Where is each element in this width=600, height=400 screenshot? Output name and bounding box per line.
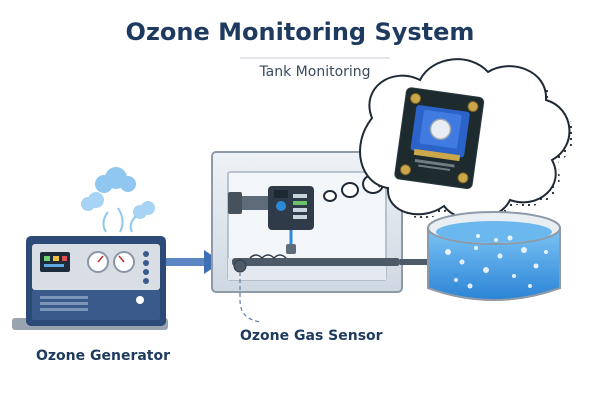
gas-pipe [232, 258, 400, 266]
generator-display [40, 252, 70, 272]
ozone-gas-cloud-icon [81, 167, 155, 233]
sensor-leader-line [239, 272, 263, 323]
page-title: Ozone Monitoring System [125, 18, 475, 46]
page-subtitle: Tank Monitoring [259, 64, 371, 80]
water-tank [427, 211, 561, 301]
water-bubbles [445, 234, 548, 289]
generator-label: Ozone Generator [36, 348, 171, 364]
ozone-generator [12, 167, 168, 330]
sensor-board-icon [394, 87, 485, 189]
sensor-status-light [276, 201, 286, 211]
sensor-closeup-bubble [359, 58, 574, 223]
sensor-label: Ozone Gas Sensor [240, 328, 383, 344]
